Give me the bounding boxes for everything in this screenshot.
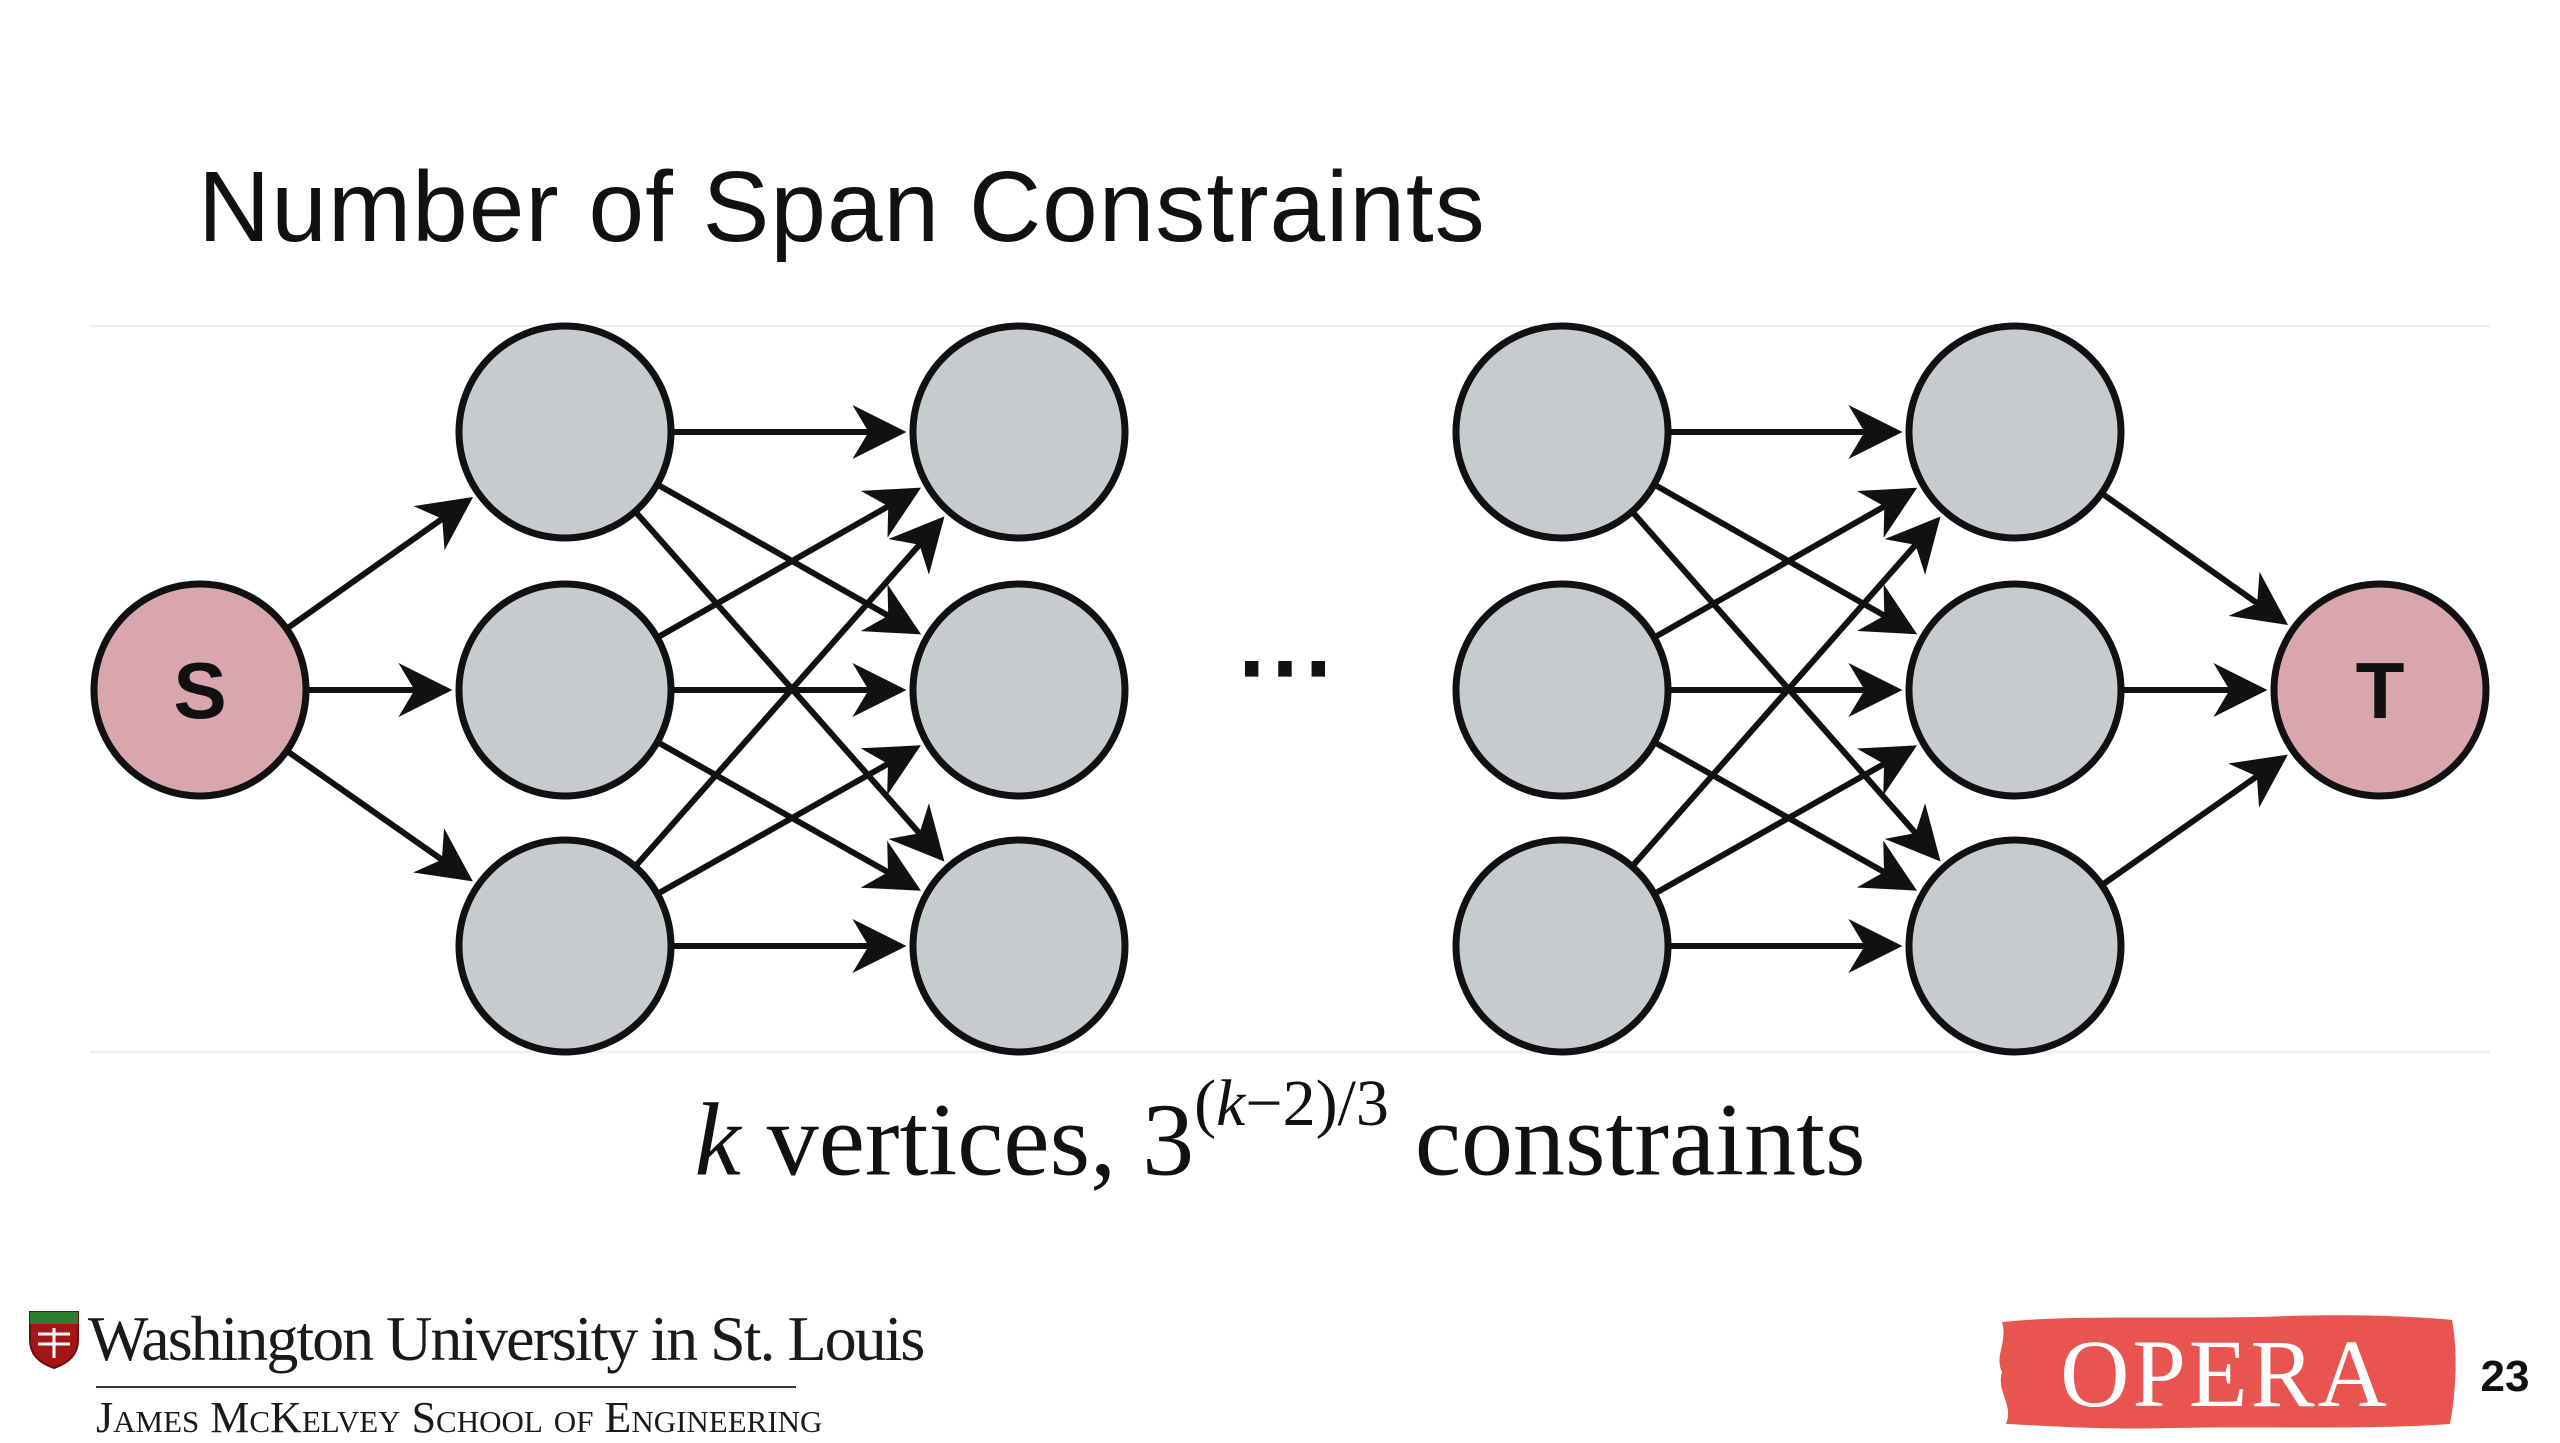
edge-l1-1-to-l2-3 xyxy=(634,510,945,862)
layer-2-node-1 xyxy=(909,322,1129,542)
source-node-label: S xyxy=(173,646,226,735)
caption-exp-k: k xyxy=(1216,1067,1246,1140)
layer-2-node-2 xyxy=(909,580,1129,800)
edge-l3-3-to-l4-1 xyxy=(1631,516,1941,867)
caption-tail: constraints xyxy=(1388,1082,1866,1198)
edges-group xyxy=(286,405,2289,973)
caption-mid: vertices, 3 xyxy=(740,1082,1195,1198)
sink-node-label: T xyxy=(2356,646,2405,735)
school-name: James McKelvey School of Engineering xyxy=(96,1393,823,1442)
edge-l1-3-to-l2-1 xyxy=(634,516,945,868)
edge-l1-2-to-l2-1 xyxy=(657,487,922,640)
edge-l3-3-to-l4-2 xyxy=(1654,745,1917,896)
edge-l3-2-to-l4-3 xyxy=(1654,740,1917,891)
layer-3-node-1 xyxy=(1452,322,1672,542)
layer-3-node-3 xyxy=(1452,836,1672,1056)
layer-4-node-3 xyxy=(1905,836,2125,1056)
layer-1-node-2 xyxy=(455,580,675,800)
slide-title: Number of Span Constraints xyxy=(198,151,1486,263)
layer-2-node-3 xyxy=(909,836,1129,1056)
university-divider xyxy=(96,1386,796,1388)
layer-4-node-1 xyxy=(1905,322,2125,542)
source-node xyxy=(90,580,310,800)
university-shield-icon xyxy=(29,1311,79,1370)
edge-l3-2-to-l4-1 xyxy=(1654,487,1918,640)
caption-exponent: (k−2)/3 xyxy=(1194,1067,1389,1140)
opera-brand-text: OPERA xyxy=(2060,1320,2390,1427)
edge-l4-1-to-sink xyxy=(2101,491,2289,626)
edge-l4-3-to-sink xyxy=(2101,754,2288,887)
edge-source-to-l1-3 xyxy=(286,749,473,882)
edge-source-to-l1-1 xyxy=(286,496,474,631)
university-name: Washington University in St. Louis xyxy=(88,1303,925,1374)
sink-node xyxy=(2270,580,2490,800)
edge-l3-1-to-l4-2 xyxy=(1654,482,1918,635)
layer-4-node-2 xyxy=(1905,580,2125,800)
page-number: 23 xyxy=(2480,1352,2530,1401)
edge-l1-3-to-l2-2 xyxy=(657,745,921,896)
layer-1-node-1 xyxy=(455,322,675,542)
layer-3-node-2 xyxy=(1452,580,1672,800)
opera-brush-logo xyxy=(1999,1315,2456,1429)
caption-exp-open: ( xyxy=(1194,1067,1217,1140)
caption: k vertices, 3(k−2)/3 constraints xyxy=(0,1067,2560,1200)
layer-1-node-3 xyxy=(455,836,675,1056)
caption-exp-rest: −2)/3 xyxy=(1245,1067,1389,1140)
edge-l1-2-to-l2-3 xyxy=(657,740,921,891)
ellipsis-text: ⋯ xyxy=(1235,610,1335,722)
edge-l1-1-to-l2-2 xyxy=(657,482,922,635)
edge-l3-1-to-l4-3 xyxy=(1631,511,1941,862)
caption-k: k xyxy=(694,1082,741,1198)
